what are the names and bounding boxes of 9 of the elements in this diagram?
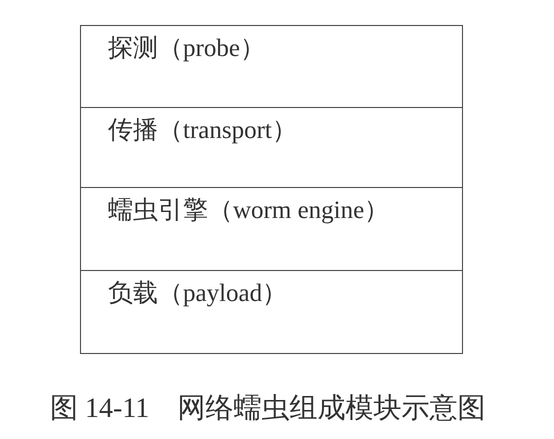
layer-label: 负载（payload） — [108, 278, 288, 308]
layer-box — [80, 25, 463, 108]
layer-label: 蠕虫引擎（worm engine） — [108, 196, 390, 226]
figure-caption: 图 14-11 网络蠕虫组成模块示意图 — [50, 392, 486, 426]
layer-label: 探测（probe） — [108, 34, 265, 64]
layer-label: 传播（transport） — [108, 116, 297, 146]
layer-box — [80, 187, 463, 272]
layer-box — [80, 106, 463, 188]
layer-box — [80, 270, 463, 354]
